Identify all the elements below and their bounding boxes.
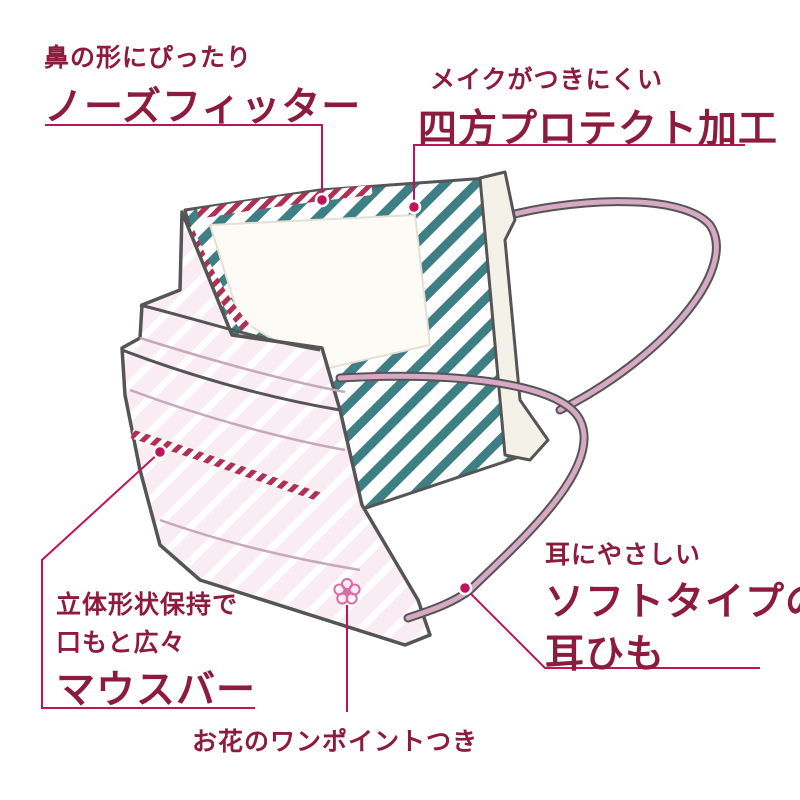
mask-pleat bbox=[139, 303, 321, 352]
callout-flower: お花のワンポイントつき bbox=[192, 722, 478, 758]
callout-protect-line2: 四方プロテクト加工 bbox=[418, 107, 779, 152]
callout-ear-loop-line1: 耳にやさしい bbox=[545, 540, 702, 569]
leader-protect bbox=[413, 144, 745, 205]
callout-mouth-bar-line3: マウスバー bbox=[56, 668, 257, 713]
callout-nose-fitter: 鼻の形にぴったり ノーズフィッター bbox=[44, 38, 361, 132]
leader-ear-loop bbox=[464, 587, 760, 669]
callout-mouth-bar-line1: 立体形状保持で bbox=[56, 590, 239, 619]
marker-mouth-bar bbox=[152, 444, 168, 460]
callout-nose-fitter-line2: ノーズフィッター bbox=[44, 85, 362, 130]
mask-pleat bbox=[139, 336, 346, 394]
ear-attachment bbox=[478, 170, 550, 462]
leader-nose-fitter bbox=[45, 124, 323, 198]
callout-mouth-bar-line2: 口もと広々 bbox=[56, 628, 186, 657]
callout-protect: メイクがつきにくい 四方プロテクト加工 bbox=[418, 60, 778, 154]
leader-mouth-bar bbox=[41, 451, 255, 709]
callout-flower-line1: お花のワンポイントつき bbox=[192, 727, 479, 756]
marker-protect bbox=[406, 199, 422, 215]
marker-nose-fitter bbox=[314, 192, 330, 208]
callout-nose-fitter-line1: 鼻の形にぴったり bbox=[44, 43, 253, 72]
mask-pleat bbox=[159, 518, 361, 572]
nose-fitter-strip bbox=[197, 185, 373, 219]
callout-ear-loop-line3: 耳ひも bbox=[545, 632, 666, 677]
callout-protect-line1: メイクがつきにくい bbox=[430, 65, 664, 94]
callout-ear-loop-line2: ソフトタイプの bbox=[545, 580, 800, 625]
ear-loop-back bbox=[495, 197, 721, 415]
callout-mouth-bar: 立体形状保持で 口もと広々 マウスバー bbox=[56, 585, 256, 715]
callout-ear-loop: 耳にやさしい ソフトタイプの 耳ひも bbox=[545, 535, 800, 679]
mouth-bar-strip bbox=[130, 429, 322, 502]
mask-pleat bbox=[129, 388, 346, 452]
marker-ear-loop bbox=[457, 580, 473, 596]
flower-icon bbox=[333, 578, 361, 605]
mask-pleat bbox=[121, 348, 341, 412]
